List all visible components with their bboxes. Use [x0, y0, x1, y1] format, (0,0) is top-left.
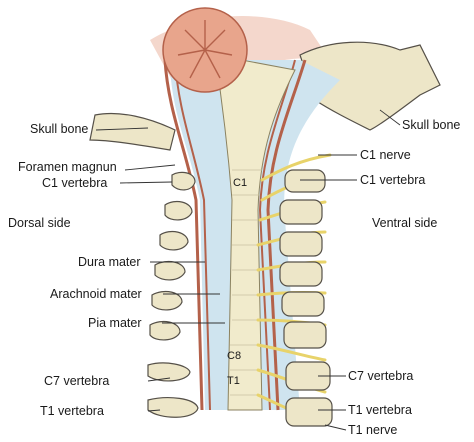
- label-segment-c8: C8: [227, 350, 242, 362]
- label-ventral-side: Ventral side: [372, 216, 438, 230]
- skull-bone-right-shape: [299, 41, 441, 131]
- label-foramen-magnum: Foramen magnun: [18, 160, 117, 174]
- skull-bone-left-shape: [89, 112, 176, 151]
- label-arachnoid-mater: Arachnoid mater: [50, 287, 142, 301]
- label-segment-t1: T1: [227, 375, 240, 387]
- dura-mater-dorsal-line: [163, 59, 204, 411]
- dura-mater-ventral-line: [266, 59, 307, 411]
- ventral-vertebral-bodies: [279, 169, 333, 427]
- label-t1-vertebra-left: T1 vertebra: [40, 404, 104, 418]
- leader-lines: [95, 109, 401, 431]
- cerebellum: [162, 7, 248, 93]
- label-pia-mater: Pia mater: [88, 316, 142, 330]
- label-segment-c1: C1: [233, 177, 248, 189]
- label-skull-bone-right: Skull bone: [402, 118, 461, 132]
- label-c1-nerve: C1 nerve: [360, 148, 411, 162]
- cord-segments: [230, 169, 262, 396]
- label-c1-vertebra-left: C1 vertebra: [42, 176, 108, 190]
- label-skull-bone-left: Skull bone: [30, 122, 89, 136]
- label-c7-vertebra-left: C7 vertebra: [44, 374, 110, 388]
- label-c7-vertebra-right: C7 vertebra: [348, 369, 414, 383]
- dorsal-vertebrae: [147, 171, 199, 418]
- spinal-cord: [214, 54, 296, 411]
- label-t1-vertebra-right: T1 vertebra: [348, 403, 412, 417]
- label-dorsal-side: Dorsal side: [8, 216, 71, 230]
- label-c1-vertebra-right: C1 vertebra: [360, 173, 426, 187]
- label-dura-mater: Dura mater: [78, 255, 141, 269]
- label-t1-nerve: T1 nerve: [348, 423, 398, 437]
